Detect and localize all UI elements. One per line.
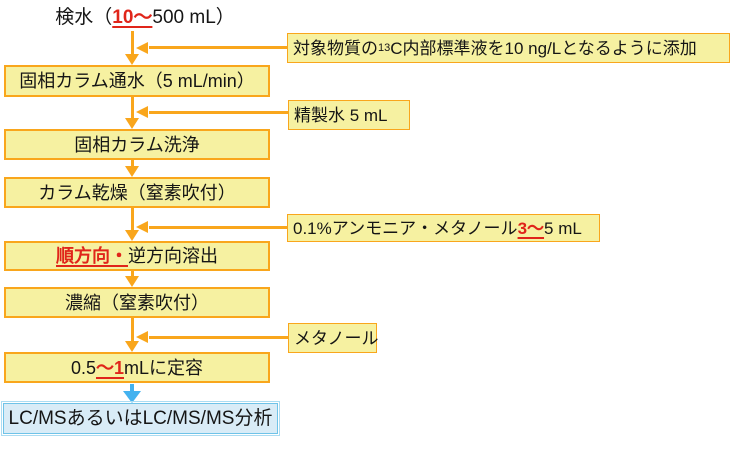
step-text-highlight: ～1 xyxy=(96,357,125,378)
step-text-highlight: 順方向・ xyxy=(56,246,128,266)
source-text-post: 500 mL） xyxy=(152,7,235,28)
flow-step-box: 固相カラム通水（5 mL/min） xyxy=(4,65,270,97)
arrow-left-icon xyxy=(136,221,148,233)
step-text: 濃縮（窒素吹付） xyxy=(65,292,209,313)
flow-connector-line xyxy=(131,97,134,120)
flow-connector-line xyxy=(131,318,134,343)
arrow-down-icon xyxy=(125,230,139,241)
source-text-highlight: 10～ xyxy=(112,7,153,28)
flow-step-box: 濃縮（窒素吹付） xyxy=(4,287,270,318)
annotation-text: 5 mL xyxy=(544,218,582,238)
annotation-connector-line xyxy=(149,111,289,114)
arrow-left-icon xyxy=(136,42,148,54)
flow-step-box: カラム乾燥（窒素吹付） xyxy=(4,177,270,208)
arrow-left-icon xyxy=(136,106,148,118)
flow-connector-line xyxy=(131,31,134,56)
step-text: mLに定容 xyxy=(124,357,204,378)
step-text: 0.5 xyxy=(70,357,96,378)
flow-step-box: 0.5～1 mLに定容 xyxy=(4,352,270,383)
annotation-connector-line xyxy=(149,336,289,339)
flow-step-box: 固相カラム洗浄 xyxy=(4,129,270,160)
annotation-text: 0.1%アンモニア・メタノール xyxy=(293,218,518,238)
source-text-pre: 検水（ xyxy=(55,7,113,28)
annotation-text: C内部標準液を10 ng/Lとなるように添加 xyxy=(390,38,697,58)
annotation-text-highlight: 3～ xyxy=(517,218,545,238)
arrow-down-icon xyxy=(125,118,139,129)
arrow-down-icon xyxy=(125,276,139,287)
annotation-connector-line xyxy=(149,46,288,49)
arrow-down-icon xyxy=(125,341,139,352)
flow-final-box: LC/MSあるいはLC/MS/MS分析 xyxy=(1,401,280,436)
annotation-box: 0.1%アンモニア・メタノール 3～5 mL xyxy=(287,214,600,242)
flow-connector-line-blue xyxy=(130,384,134,394)
arrow-down-blue-icon xyxy=(123,391,141,403)
step-text: 固相カラム通水（5 mL/min） xyxy=(19,71,255,91)
arrow-left-icon xyxy=(136,331,148,343)
flow-connector-line xyxy=(131,208,134,232)
arrow-down-icon xyxy=(125,166,139,177)
annotation-box: メタノール xyxy=(288,323,379,353)
arrow-down-icon xyxy=(125,54,139,65)
flow-source-label: 検水（10～500 mL） xyxy=(40,7,250,30)
annotation-text: 精製水 5 mL xyxy=(294,105,388,125)
annotation-connector-line xyxy=(149,226,288,229)
step-text: 固相カラム洗浄 xyxy=(74,134,200,155)
step-text: カラム乾燥（窒素吹付） xyxy=(38,182,236,203)
flow-connector-line xyxy=(131,271,134,278)
flow-step-box: 順方向・逆方向溶出 xyxy=(4,241,270,271)
flow-connector-line xyxy=(131,160,134,168)
final-step-text: LC/MSあるいはLC/MS/MS分析 xyxy=(8,408,273,429)
step-text: 逆方向溶出 xyxy=(128,246,218,266)
annotation-box: 精製水 5 mL xyxy=(288,100,410,130)
annotation-text: メタノール xyxy=(294,328,379,348)
annotation-text: 対象物質の xyxy=(293,38,378,58)
